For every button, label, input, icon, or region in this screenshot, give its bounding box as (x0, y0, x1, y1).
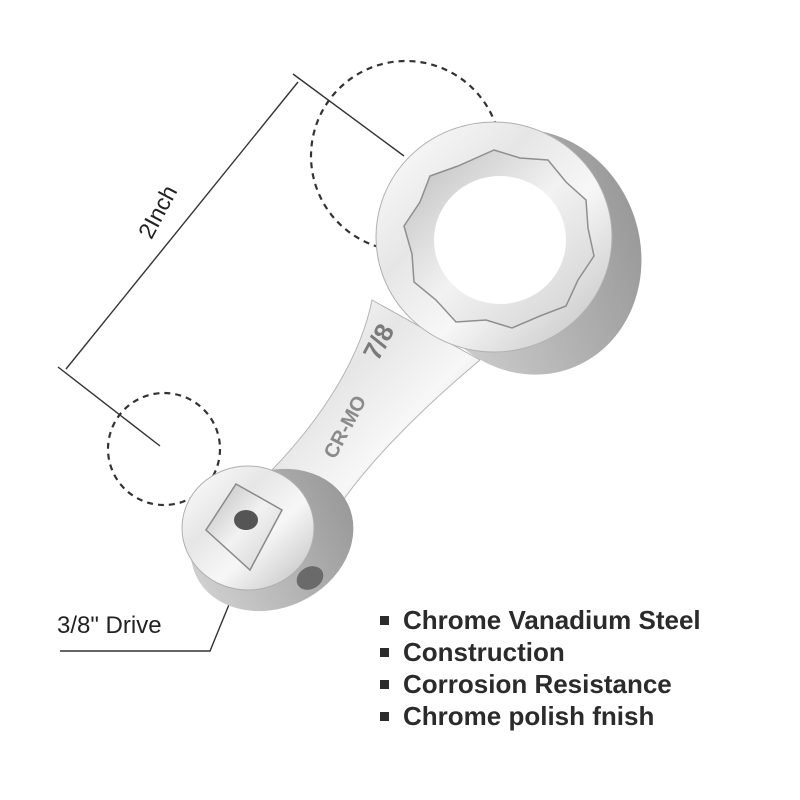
side-pin-hole (296, 566, 324, 590)
dashed-circle-bottom (106, 391, 222, 507)
box-end-bore (434, 176, 566, 304)
bullet-icon (380, 711, 389, 721)
bullet-icon (380, 647, 389, 657)
drive-pin-hole (234, 510, 258, 530)
feature-text: Construction (403, 636, 565, 667)
bullet-icon (380, 615, 389, 625)
list-item: Chrome polish fnish (380, 700, 701, 732)
extension-line-bottom (57, 366, 161, 447)
bullet-icon (380, 679, 389, 689)
list-item: Corrosion Resistance (380, 668, 701, 700)
extension-line-top (292, 73, 405, 157)
wrench: 7/8 CR-MO (181, 121, 642, 612)
list-item: Chrome Vanadium Steel (380, 604, 701, 636)
dimension-line (65, 81, 299, 370)
feature-text: Chrome Vanadium Steel (403, 604, 701, 635)
feature-list: Chrome Vanadium Steel Construction Corro… (380, 604, 701, 732)
drive-label: 3/8" Drive (57, 612, 162, 639)
feature-text: Chrome polish fnish (403, 700, 655, 731)
feature-text: Corrosion Resistance (403, 668, 672, 699)
list-item: Construction (380, 636, 701, 668)
